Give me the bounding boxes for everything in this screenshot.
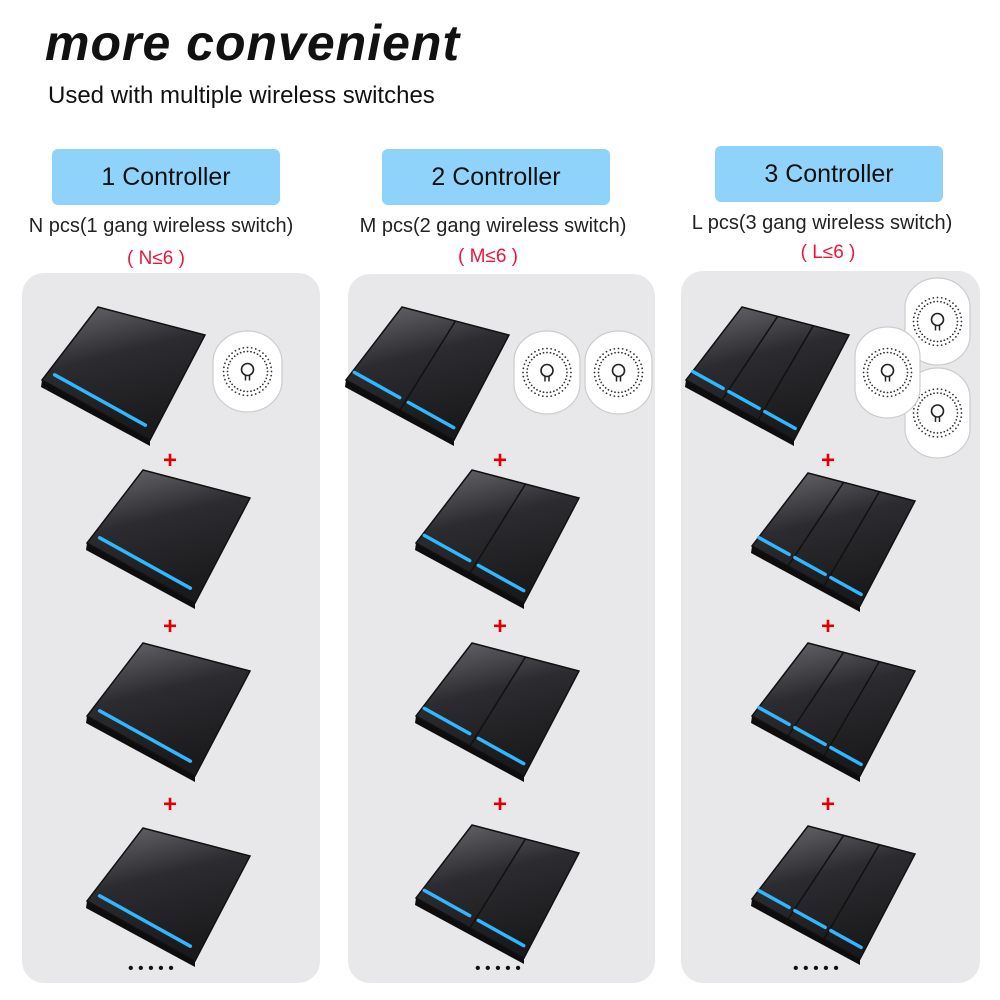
led-indicator	[97, 536, 193, 590]
wifi-controller-module	[904, 277, 971, 366]
desc-1: N pcs(1 gang wireless switch)	[28, 215, 294, 237]
wifi-controller-module	[513, 330, 581, 415]
option-3-controller[interactable]: 3 Controller	[715, 146, 943, 202]
plus-sign: +	[821, 613, 836, 640]
limit-3: ( L≤6 )	[800, 242, 856, 263]
option-2-controller[interactable]: 2 Controller	[382, 149, 610, 205]
more-dots: • • • • •	[475, 960, 521, 977]
plus-sign: +	[493, 791, 508, 818]
led-indicator	[793, 908, 827, 930]
bulb-icon	[930, 312, 945, 327]
led-indicator	[757, 888, 791, 910]
wireless-switch-3-gang	[750, 825, 917, 965]
plus-sign: +	[493, 613, 508, 640]
gang-divider	[757, 325, 814, 421]
led-indicator	[97, 894, 193, 948]
wifi-controller-module	[212, 330, 283, 413]
page-subtitle: Used with multiple wireless switches	[48, 82, 435, 109]
led-indicator	[757, 535, 791, 557]
wireless-switch-1-gang	[85, 642, 252, 782]
plus-sign: +	[493, 447, 508, 474]
plus-sign: +	[821, 447, 836, 474]
wifi-controller-module	[584, 330, 653, 415]
bulb-icon	[611, 363, 626, 378]
gang-divider	[787, 481, 845, 567]
gang-divider	[399, 320, 457, 411]
led-indicator	[691, 369, 725, 391]
gang-divider	[787, 651, 845, 737]
wireless-switch-2-gang	[414, 824, 581, 964]
more-dots: • • • • •	[128, 960, 174, 977]
led-indicator	[422, 533, 472, 563]
led-indicator	[829, 575, 863, 597]
wifi-controller-module	[904, 367, 971, 459]
led-indicator	[757, 705, 791, 727]
wireless-switch-1-gang	[40, 306, 207, 446]
led-indicator	[476, 736, 526, 766]
bulb-icon	[880, 363, 895, 378]
led-indicator	[422, 706, 472, 736]
desc-2: M pcs(2 gang wireless switch)	[359, 215, 627, 237]
led-indicator	[793, 725, 827, 747]
led-indicator	[97, 709, 193, 763]
wireless-switch-3-gang	[750, 472, 917, 612]
plus-sign: +	[163, 447, 178, 474]
led-indicator	[829, 928, 863, 950]
gang-divider	[787, 834, 845, 920]
wireless-switch-3-gang	[750, 642, 917, 782]
gang-divider	[469, 838, 527, 929]
limit-2: ( M≤6 )	[457, 246, 519, 267]
led-indicator	[476, 918, 526, 948]
gang-divider	[823, 844, 880, 940]
wireless-switch-2-gang	[414, 642, 581, 782]
gang-divider	[469, 483, 527, 574]
bulb-icon	[540, 363, 554, 378]
wifi-controller-module	[854, 326, 921, 419]
led-indicator	[793, 555, 827, 577]
desc-3: L pcs(3 gang wireless switch)	[691, 212, 953, 234]
wireless-switch-1-gang	[85, 469, 252, 609]
led-indicator	[727, 389, 761, 411]
led-indicator	[352, 370, 402, 400]
plus-sign: +	[821, 791, 836, 818]
led-indicator	[763, 409, 797, 431]
more-dots: • • • • •	[793, 960, 839, 977]
bulb-icon	[240, 362, 255, 377]
wireless-switch-1-gang	[85, 827, 252, 967]
plus-sign: +	[163, 791, 178, 818]
gang-divider	[823, 491, 880, 587]
gang-divider	[469, 656, 527, 747]
page-title: more convenient	[45, 15, 461, 71]
wireless-switch-2-gang	[344, 306, 511, 446]
plus-sign: +	[163, 613, 178, 640]
led-indicator	[476, 563, 526, 593]
gang-divider	[823, 661, 880, 757]
limit-1: ( N≤6 )	[127, 248, 185, 269]
led-indicator	[422, 888, 472, 918]
led-indicator	[829, 745, 863, 767]
option-1-controller[interactable]: 1 Controller	[52, 149, 280, 205]
bulb-icon	[930, 404, 945, 418]
led-indicator	[52, 373, 148, 427]
gang-divider	[721, 315, 779, 401]
wireless-switch-3-gang	[684, 306, 851, 446]
wireless-switch-2-gang	[414, 469, 581, 609]
led-indicator	[406, 400, 456, 430]
